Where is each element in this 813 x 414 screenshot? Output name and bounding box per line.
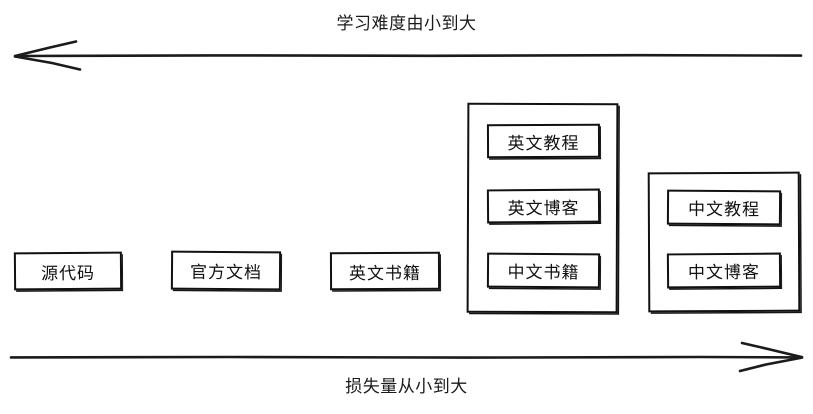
node-label: 中文博客: [687, 262, 761, 284]
node-label: 英文博客: [507, 198, 580, 219]
node-label: 英文书籍: [348, 263, 422, 284]
node-label: 英文教程: [507, 133, 580, 154]
node-label: 中文教程: [687, 199, 761, 221]
node-label: 中文书籍: [507, 262, 580, 284]
node-english-books[interactable]: 英文书籍: [329, 251, 441, 291]
bottom-axis-label: 损失量从小到大: [345, 377, 468, 397]
top-axis-label: 学习难度由小到大: [336, 14, 477, 34]
bottom-axis-arrow: [9, 341, 804, 373]
node-english-blog[interactable]: 英文博客: [486, 188, 601, 224]
node-source-code[interactable]: 源代码: [13, 251, 123, 291]
node-chinese-books[interactable]: 中文书籍: [486, 252, 601, 289]
node-chinese-tutorial[interactable]: 中文教程: [666, 189, 782, 226]
node-label: 源代码: [40, 263, 96, 284]
top-axis-arrow: [13, 40, 803, 71]
node-official-docs[interactable]: 官方文档: [170, 250, 282, 291]
node-label: 官方文档: [189, 262, 263, 284]
node-chinese-blog[interactable]: 中文博客: [666, 252, 782, 289]
node-english-tutorial[interactable]: 英文教程: [486, 123, 601, 159]
